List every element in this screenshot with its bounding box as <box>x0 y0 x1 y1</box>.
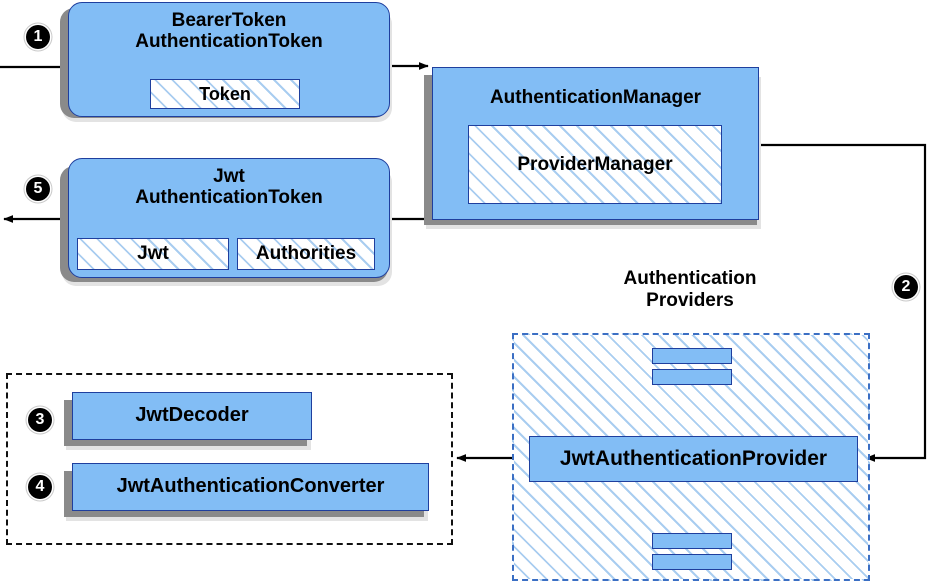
step-3-bullet: 3 <box>28 408 52 432</box>
jwt-authentication-provider-title: JwtAuthenticationProvider <box>559 446 828 470</box>
jwt-token-chip-authorities: Authorities <box>237 238 375 270</box>
step-2-bullet: 2 <box>894 275 918 299</box>
jwt-authentication-converter-node[interactable]: JwtAuthenticationConverter <box>72 463 429 511</box>
authentication-manager-chip-provider-manager: ProviderManager <box>468 125 722 204</box>
jwt-authentication-token-node[interactable]: Jwt AuthenticationToken <box>68 158 390 278</box>
authentication-providers-label: Authentication Providers <box>590 268 790 312</box>
jwt-token-line-2: AuthenticationToken <box>135 186 323 208</box>
jwt-token-chip-jwt: Jwt <box>77 238 229 270</box>
step-5-bullet: 5 <box>26 177 50 201</box>
jwt-decoder-node[interactable]: JwtDecoder <box>72 392 312 440</box>
jwt-authentication-provider-node[interactable]: JwtAuthenticationProvider <box>529 436 858 482</box>
authentication-manager-title: AuthenticationManager <box>489 87 702 108</box>
jwt-decoder-title: JwtDecoder <box>135 404 249 427</box>
jwt-authentication-converter-title: JwtAuthenticationConverter <box>116 475 385 498</box>
provider-stub-top-bar-2 <box>652 369 732 385</box>
provider-stub-bottom-bar-2 <box>652 554 732 570</box>
step-1-bullet: 1 <box>26 25 50 49</box>
authentication-providers-label-line-1: Authentication <box>623 268 757 289</box>
provider-stub-bottom-bar-1 <box>652 533 732 549</box>
step-4-bullet: 4 <box>28 475 52 499</box>
bearer-token-line-1: BearerToken <box>171 10 287 31</box>
jwt-support-beans-group-box <box>6 373 453 545</box>
bearer-token-chip-token: Token <box>150 79 300 109</box>
bearer-token-line-2: AuthenticationToken <box>135 30 323 52</box>
provider-stub-top-bar-1 <box>652 348 732 364</box>
authentication-providers-label-line-2: Providers <box>646 289 734 311</box>
jwt-token-line-1: Jwt <box>213 166 245 187</box>
